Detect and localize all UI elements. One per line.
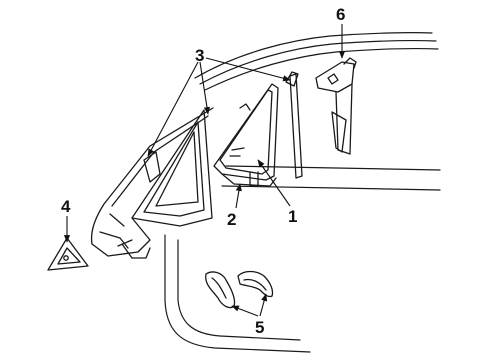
molding-end-right (237, 270, 274, 298)
leader-5a (231, 305, 259, 317)
roof-line-inner (199, 40, 437, 85)
vent-glass-inner (155, 131, 199, 207)
roof-line-outer (194, 32, 433, 79)
vehicle-body-outline (164, 32, 441, 353)
bracket-top-plate (315, 61, 355, 93)
leader-5b (259, 293, 268, 317)
door-belt-line (221, 185, 441, 191)
callout-5: 5 (255, 318, 264, 337)
callout-2: 2 (227, 210, 236, 229)
weatherstrip-outer (213, 83, 279, 181)
pillar-base (91, 217, 151, 257)
door-top-rail (225, 165, 441, 171)
molding-end-right-outline (237, 270, 274, 298)
pillar-outer-edge (90, 107, 214, 245)
leader-3a (147, 61, 199, 157)
door-front-edge-outer (164, 234, 311, 353)
glass-reflection (229, 147, 245, 157)
molding-end-left-detail (211, 277, 227, 299)
pillar-inner-edge (111, 115, 209, 207)
bracket-column (335, 83, 353, 155)
quarter-window-glass (219, 89, 273, 187)
callout-3: 3 (195, 46, 204, 65)
molding-end-left (205, 271, 236, 309)
weatherstrip-bottom (221, 173, 277, 187)
vent-frame-inner (143, 121, 205, 217)
callout-1: 1 (288, 207, 297, 226)
glass-outline (219, 89, 273, 175)
molding-end-right-detail (243, 278, 267, 291)
callout-6: 6 (336, 5, 345, 24)
rear-seal-outline (289, 73, 303, 179)
bracket-fin (343, 57, 357, 69)
vent-frame-outer (131, 109, 213, 227)
door-front-edge-inner (177, 239, 301, 341)
trim-outline (47, 237, 89, 271)
molding-end-left-outline (205, 271, 236, 309)
rear-seal-strip (285, 71, 303, 179)
pillar-base-detail (99, 213, 133, 249)
trim-inner (57, 247, 81, 265)
callout-4: 4 (61, 197, 71, 216)
pillar-bracket (315, 57, 357, 155)
leader-3b (199, 61, 210, 115)
leader-2 (235, 183, 242, 209)
glass-clip (239, 103, 251, 111)
callout-labels: 1 2 3 4 5 6 (61, 5, 345, 337)
triangular-trim-cover (47, 237, 89, 271)
bracket-hole (327, 73, 339, 85)
pillar-seal-strip (143, 151, 161, 183)
hinge-bracket (121, 243, 151, 259)
roof-line-third (204, 48, 439, 91)
leader-3c (205, 57, 291, 82)
a-pillar-vent-frame (90, 107, 214, 259)
bracket-lower (331, 111, 347, 153)
leader-1 (257, 159, 291, 207)
trim-hole (63, 255, 69, 261)
leader-lines (63, 24, 346, 317)
